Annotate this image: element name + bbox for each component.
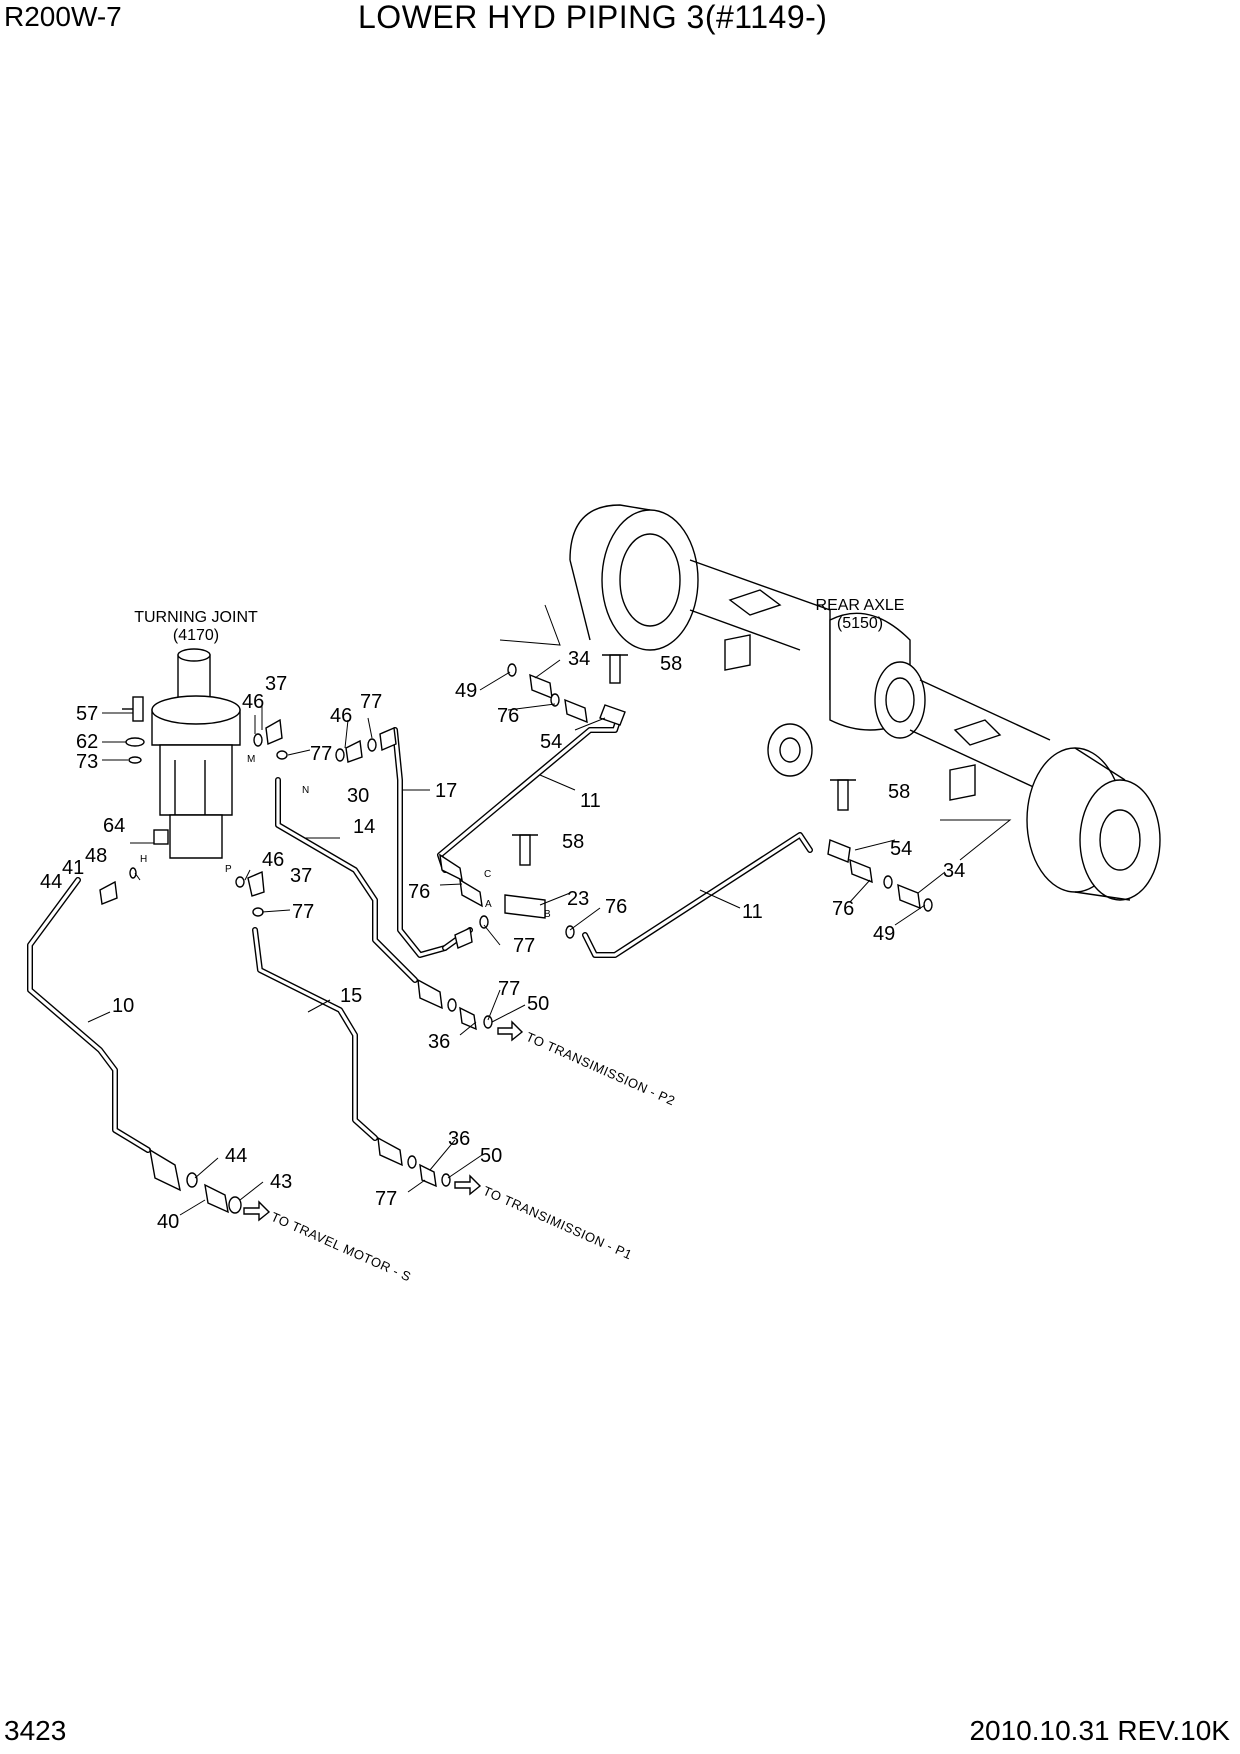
callout-77: 77	[513, 935, 535, 957]
fittings	[99, 654, 933, 1214]
rear-axle-label: REAR AXLE	[816, 597, 905, 614]
port-letter-n: N	[302, 785, 309, 796]
destination-travel-motor: TO TRAVEL MOTOR - S	[269, 1209, 414, 1284]
port-letter-c: C	[484, 869, 491, 880]
callout-17: 17	[435, 780, 457, 802]
hose-lines	[27, 712, 813, 1153]
callout-15: 15	[340, 985, 362, 1007]
callout-43: 43	[270, 1171, 292, 1193]
page-number: 3423	[4, 1715, 67, 1746]
callout-50: 50	[480, 1145, 502, 1167]
callout-49: 49	[455, 680, 477, 702]
callout-76: 76	[408, 881, 430, 903]
callout-11: 11	[580, 790, 601, 812]
callout-36: 36	[448, 1128, 470, 1150]
port-letter-b: B	[544, 909, 551, 920]
callout-54: 54	[540, 731, 562, 753]
callout-76: 76	[605, 896, 627, 918]
callout-30: 30	[347, 785, 369, 807]
callout-77: 77	[375, 1188, 397, 1210]
callout-46: 46	[242, 691, 264, 713]
callout-37: 37	[290, 865, 312, 887]
rear-axle-drawing	[569, 504, 1161, 901]
destination-p2: TO TRANSIMISSION - P2	[524, 1029, 678, 1108]
callout-57: 57	[76, 703, 98, 725]
callout-58: 58	[660, 653, 682, 675]
leader-lines	[87, 604, 1012, 1216]
callout-41: 41	[62, 857, 84, 879]
callout-77: 77	[292, 901, 314, 923]
turning-joint-drawing	[151, 648, 241, 859]
callouts: 57 62 73 37 46 77 46 77 30 17 14 64 48 4…	[40, 648, 965, 1233]
callout-77: 77	[360, 691, 382, 713]
callout-40: 40	[157, 1211, 179, 1233]
callout-76: 76	[497, 705, 519, 727]
callout-36: 36	[428, 1031, 450, 1053]
callout-34: 34	[568, 648, 590, 670]
callout-11: 11	[742, 901, 763, 923]
direction-arrows	[243, 1020, 524, 1222]
port-letter-h: H	[140, 854, 147, 865]
rear-axle-ref: (5150)	[837, 615, 883, 632]
port-letter-a: A	[485, 899, 492, 910]
callout-34: 34	[943, 860, 965, 882]
callout-44: 44	[225, 1145, 247, 1167]
callout-23: 23	[567, 888, 589, 910]
callout-62: 62	[76, 731, 98, 753]
callout-10: 10	[112, 995, 134, 1017]
callout-44: 44	[40, 871, 62, 893]
callout-73: 73	[76, 751, 98, 773]
callout-54: 54	[890, 838, 912, 860]
page-title: LOWER HYD PIPING 3(#1149-)	[358, 0, 828, 35]
port-letter-m: M	[247, 754, 255, 765]
callout-46: 46	[330, 705, 352, 727]
destination-p1: TO TRANSIMISSION - P1	[481, 1183, 635, 1262]
callout-48: 48	[85, 845, 107, 867]
callout-46: 46	[262, 849, 284, 871]
callout-58: 58	[888, 781, 910, 803]
turning-joint-label: TURNING JOINT	[134, 609, 258, 626]
callout-37: 37	[265, 673, 287, 695]
callout-49: 49	[873, 923, 895, 945]
port-letter-p: P	[225, 864, 232, 875]
callout-64: 64	[103, 815, 125, 837]
callout-50: 50	[527, 993, 549, 1015]
revision-date: 2010.10.31 REV.10K	[969, 1715, 1230, 1746]
turning-joint-ref: (4170)	[173, 627, 219, 644]
model-code: R200W-7	[4, 1, 122, 32]
callout-14: 14	[353, 816, 375, 838]
callout-76: 76	[832, 898, 854, 920]
callout-77: 77	[310, 743, 332, 765]
callout-77: 77	[498, 978, 520, 1000]
callout-58: 58	[562, 831, 584, 853]
